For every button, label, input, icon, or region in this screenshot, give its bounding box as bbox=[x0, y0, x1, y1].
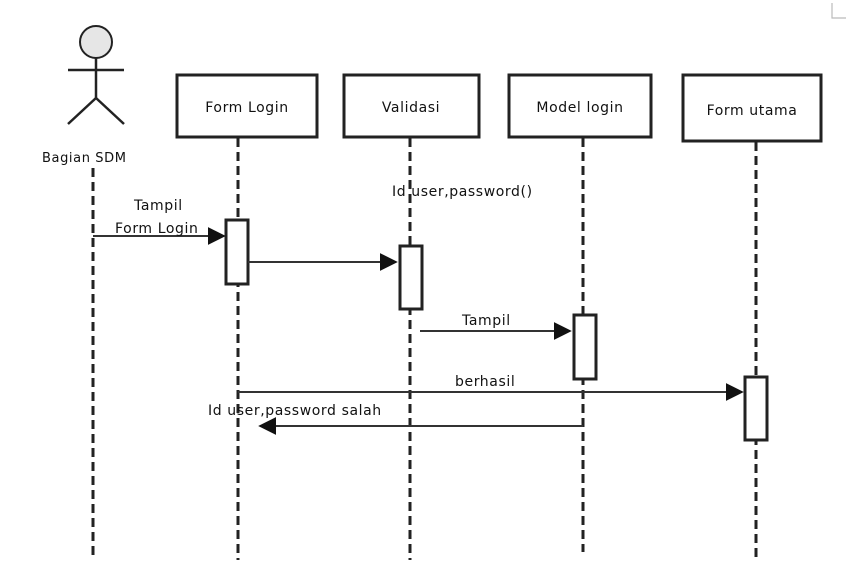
activation-form-login bbox=[224, 218, 250, 286]
message-label-id-user-password: Id user,password() bbox=[392, 184, 533, 200]
activation-validasi bbox=[398, 244, 424, 311]
activation-form-utama bbox=[743, 375, 769, 442]
message-label-tampil: Tampil bbox=[461, 313, 511, 329]
box-validasi-label: Validasi bbox=[382, 100, 440, 116]
actor-bagian-sdm: Bagian SDM bbox=[42, 25, 127, 166]
message-label-berhasil: berhasil bbox=[455, 374, 515, 390]
corner-mark bbox=[831, 3, 846, 19]
box-form-utama bbox=[681, 73, 823, 143]
message-label-password-salah: Id user,password salah bbox=[208, 403, 382, 419]
activations bbox=[224, 218, 769, 442]
box-model-login-label: Model login bbox=[536, 100, 623, 116]
box-form-utama-label: Form utama bbox=[707, 103, 798, 119]
box-validasi bbox=[342, 73, 481, 139]
actor-label: Bagian SDM bbox=[42, 151, 127, 166]
actor-right-leg bbox=[95, 97, 125, 125]
message-label-tampil-line2: Form Login bbox=[115, 221, 199, 237]
actor-head bbox=[79, 25, 113, 59]
message-label-tampil-line1: Tampil bbox=[133, 198, 183, 214]
lifeline-headers: Form Login Validasi Model login Form uta… bbox=[175, 73, 823, 143]
box-form-login bbox=[175, 73, 319, 139]
box-form-login-label: Form Login bbox=[205, 100, 289, 116]
activation-model-login bbox=[572, 313, 598, 381]
messages bbox=[93, 227, 744, 435]
actor-left-leg bbox=[67, 97, 97, 125]
lifelines bbox=[91, 138, 758, 560]
box-model-login bbox=[507, 73, 653, 139]
